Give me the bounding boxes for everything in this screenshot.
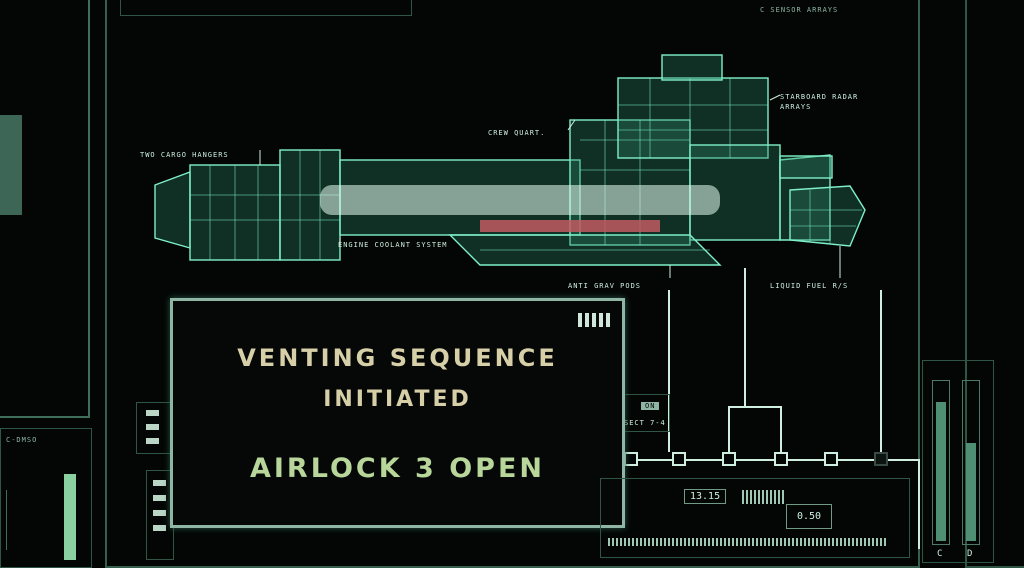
node-5[interactable]	[824, 452, 838, 466]
alert-line-initiated: INITIATED	[323, 387, 472, 412]
top-right-label: C SENSOR ARRAYS	[760, 6, 839, 14]
gauge-d	[962, 380, 980, 545]
left-panel-rows	[6, 490, 67, 550]
top-inset	[120, 0, 412, 16]
connector-line-2	[744, 268, 746, 408]
bottom-scale	[608, 538, 886, 546]
readout-value-a: 13.15	[684, 489, 727, 504]
connector-bracket-right	[780, 406, 782, 452]
node-6[interactable]	[874, 452, 888, 466]
node-4[interactable]	[774, 452, 788, 466]
connector-line-1	[668, 290, 670, 452]
node-rail-end	[918, 459, 920, 549]
alert-line-venting: VENTING SEQUENCE	[237, 344, 558, 372]
left-mini-display	[0, 115, 22, 215]
readout-ticks	[742, 490, 784, 504]
ship-schematic	[154, 54, 866, 278]
label-radar-arrays: STARBOARD RADAR ARRAYS	[780, 93, 859, 111]
lower-button-1[interactable]	[153, 480, 166, 486]
lower-button-2[interactable]	[153, 495, 166, 501]
label-liquid-fuel: LIQUID FUEL R/S	[770, 282, 849, 290]
node-3[interactable]	[722, 452, 736, 466]
label-anti-grav-pods: ANTI GRAV PODS	[568, 282, 642, 290]
label-engine-coolant: ENGINE COOLANT SYSTEM	[338, 241, 448, 249]
node-rail	[620, 459, 920, 461]
outer-frame-left	[0, 0, 90, 418]
sector-tag: SECT 7-4	[624, 419, 666, 427]
connector-line-3	[880, 290, 882, 452]
connector-bracket-left	[728, 406, 730, 452]
stack-button-1[interactable]	[146, 410, 159, 416]
signal-bars-icon	[578, 313, 610, 327]
connector-bracket	[728, 406, 780, 408]
left-panel-label: C-DMSO	[6, 436, 38, 444]
label-crew-quarters: CREW QUART.	[488, 129, 546, 137]
readout-value-b: 0.50	[786, 504, 833, 529]
gauge-d-label: D	[967, 549, 974, 559]
gauge-c	[932, 380, 950, 545]
venting-alert-dialog: VENTING SEQUENCE INITIATED AIRLOCK 3 OPE…	[170, 298, 625, 528]
stack-button-2[interactable]	[146, 424, 159, 430]
label-cargo-hangers: TWO CARGO HANGERS	[140, 151, 229, 159]
alert-line-airlock: AIRLOCK 3 OPEN	[249, 453, 546, 484]
node-1[interactable]	[624, 452, 638, 466]
stack-button-3[interactable]	[146, 438, 159, 444]
lower-button-4[interactable]	[153, 525, 166, 531]
on-tag[interactable]: ON	[641, 402, 660, 410]
lower-button-3[interactable]	[153, 510, 166, 516]
readout-panel	[600, 478, 910, 558]
node-2[interactable]	[672, 452, 686, 466]
left-panel-bar	[64, 474, 76, 560]
gauge-c-label: C	[937, 549, 944, 559]
